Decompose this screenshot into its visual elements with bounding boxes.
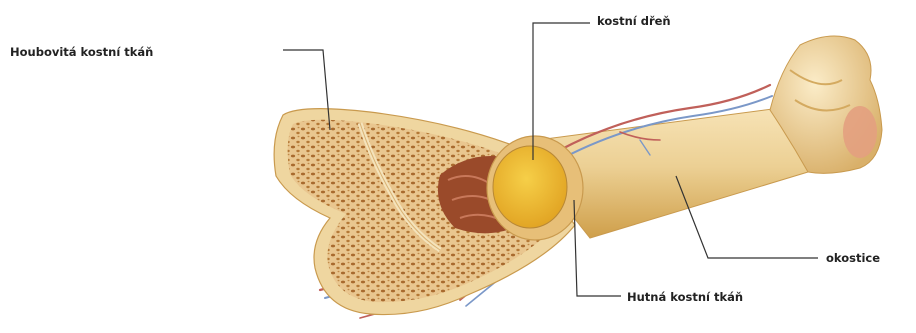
label-periosteum: okostice: [826, 251, 880, 265]
label-compact-bone: Hutná kostní tkáň: [627, 290, 743, 304]
label-bone-marrow: kostní dřeň: [597, 14, 671, 28]
label-spongy-bone: Houbovitá kostní tkáň: [10, 45, 153, 59]
shaft-cross-section: [487, 136, 583, 240]
